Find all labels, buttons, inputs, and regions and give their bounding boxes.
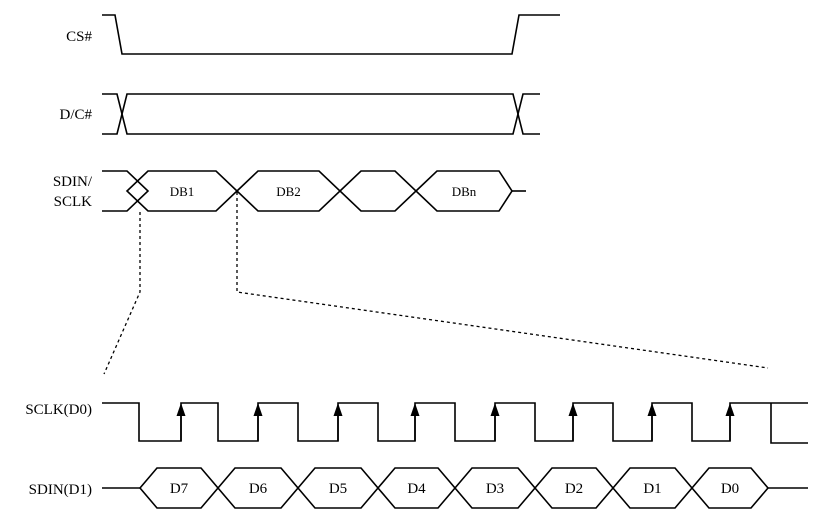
- rising-edge-arrow-icon: [725, 403, 735, 441]
- dc-label: D/C#: [59, 107, 92, 123]
- rising-edge-arrow-icon: [410, 403, 420, 441]
- byte-label: DB1: [170, 184, 195, 199]
- bit-label: D2: [565, 481, 583, 497]
- rising-edge-arrow-icon: [568, 403, 578, 441]
- rising-edge-arrow-icon: [176, 403, 186, 441]
- sclk-d0-label: SCLK(D0): [25, 402, 92, 418]
- rising-edge-arrow-icon: [253, 403, 263, 441]
- byte-cell: [338, 170, 418, 212]
- clock-edge-arrows: [176, 403, 735, 441]
- zoom-guides: [103, 192, 769, 375]
- sclk-clock-waveform: [102, 402, 808, 444]
- bit-label: D0: [721, 481, 739, 497]
- bit-label: D4: [407, 481, 426, 497]
- bit-label: D6: [249, 481, 268, 497]
- bit-label: D5: [329, 481, 347, 497]
- sdin-d1-label: SDIN(D1): [29, 482, 92, 498]
- dc-waveform: [102, 93, 540, 135]
- sdin-sclk-byte-bus: DB1 DB2 DBn: [102, 170, 526, 212]
- bit-label: D3: [486, 481, 504, 497]
- rising-edge-arrow-icon: [490, 403, 500, 441]
- byte-label: DBn: [452, 184, 477, 199]
- bit-cell: [690, 467, 770, 509]
- bit-label: D1: [643, 481, 661, 497]
- cs-label: CS#: [66, 29, 92, 45]
- rising-edge-arrow-icon: [333, 403, 343, 441]
- sdin-sclk-label-line2: SCLK: [54, 194, 93, 210]
- sdin-bit-bus: D7 D6 D5 D4 D3 D2 D1 D0: [102, 467, 808, 509]
- sdin-sclk-label-line1: SDIN/: [53, 174, 93, 190]
- byte-label: DB2: [276, 184, 301, 199]
- bit-label: D7: [170, 481, 189, 497]
- cs-waveform: [102, 14, 560, 55]
- rising-edge-arrow-icon: [647, 403, 657, 441]
